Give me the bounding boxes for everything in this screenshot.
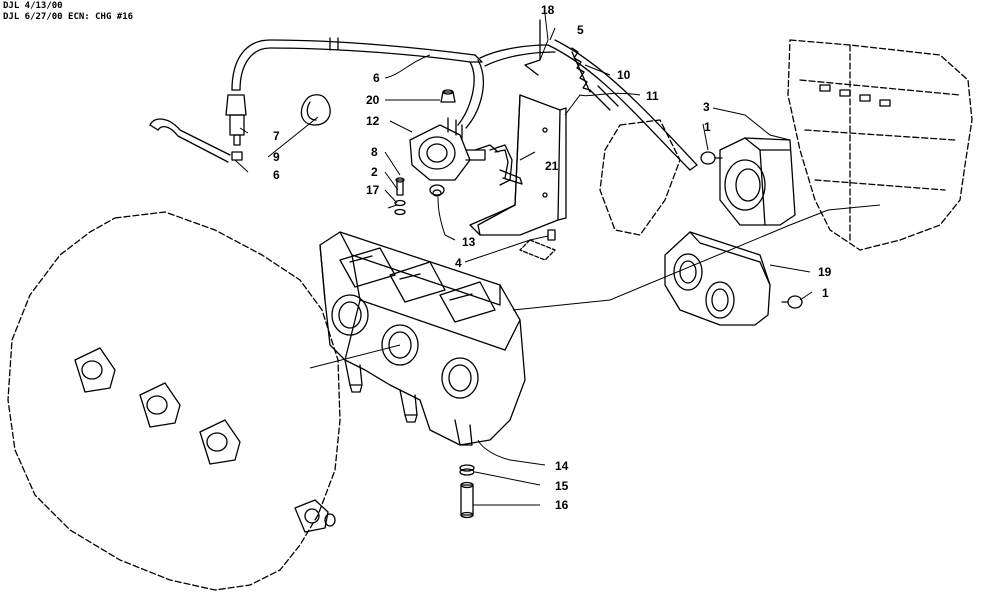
drain-hose-16: [460, 481, 474, 519]
callout-6-upper: 6: [373, 71, 380, 85]
fuel-hose: [149, 37, 484, 163]
callout-19: 19: [818, 265, 832, 279]
callout-11: 11: [646, 89, 659, 103]
bracket-clip-21: [489, 144, 523, 186]
callout-5: 5: [577, 23, 584, 37]
callout-16: 16: [555, 498, 569, 512]
drain-clamp-15: [459, 464, 475, 476]
callout-1-upper: 1: [704, 120, 711, 134]
callout-7: 7: [273, 129, 280, 143]
intake-adapter-19: [664, 231, 771, 326]
pump-mount-bracket: [469, 94, 567, 261]
pump-fitting-20: [440, 89, 456, 103]
callout-20: 20: [366, 93, 380, 107]
hose-clamp-9: [300, 94, 331, 126]
carburetor-throats: [331, 294, 479, 399]
callout-17: 17: [366, 183, 380, 197]
callout-10: 10: [617, 68, 631, 82]
revision-line-2: DJL 6/27/00 ECN: CHG #16: [3, 12, 134, 22]
callout-4: 4: [455, 256, 462, 270]
callout-14: 14: [555, 459, 569, 473]
callout-9: 9: [273, 150, 280, 164]
air-intake-boot-3: [719, 137, 796, 226]
silencer-vents: [819, 84, 891, 107]
vent-hose: [479, 19, 698, 171]
engine-crankcase: [7, 211, 341, 591]
fuel-filter: [225, 94, 247, 161]
callout-12: 12: [366, 114, 380, 128]
engine-exhaust-ports: [74, 347, 336, 533]
spring-10: [571, 47, 591, 93]
grommet-13: [429, 184, 445, 197]
carburetor-assembly: [319, 231, 526, 446]
intake-rivets-1: [700, 151, 803, 309]
carburetor-bowls: [344, 359, 473, 446]
callout-13: 13: [462, 235, 476, 249]
callout-8: 8: [371, 145, 378, 159]
revision-line-1: DJL 4/13/00: [3, 1, 63, 11]
callout-18: 18: [541, 3, 555, 17]
callout-labels: 6 20 12 8 2 17 13 4 21 7 9 6 18 5 10 11 …: [273, 3, 832, 512]
callout-15: 15: [555, 479, 569, 493]
callout-3: 3: [703, 100, 710, 114]
callout-21: 21: [545, 159, 559, 173]
air-silencer-box: [599, 39, 973, 251]
diagram-revision-header: DJL 4/13/00 DJL 6/27/00 ECN: CHG #16: [3, 1, 133, 23]
callout-2: 2: [371, 165, 378, 179]
fuel-pump: [409, 117, 499, 181]
callout-6-lower: 6: [273, 168, 280, 182]
screw-8-washer-17: [394, 177, 406, 216]
callout-1-lower: 1: [822, 286, 829, 300]
leader-lines: [234, 13, 881, 506]
